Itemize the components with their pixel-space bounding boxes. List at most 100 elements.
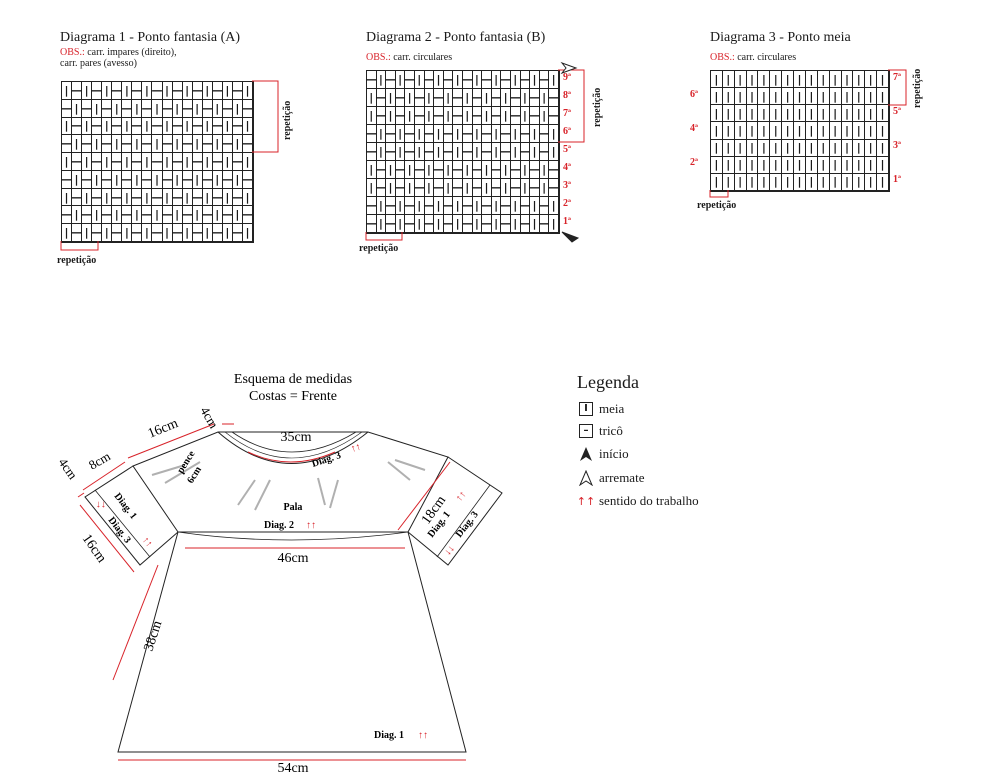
stitch-meia-cell: | <box>386 89 396 107</box>
stitch-meia-cell: | <box>386 161 396 179</box>
stitch-meia-cell: | <box>853 71 866 89</box>
stitch-trico-cell: — <box>212 153 223 171</box>
stitch-meia-cell: | <box>734 122 747 140</box>
stitch-meia-cell: | <box>805 88 818 106</box>
stitch-meia-cell: | <box>711 88 723 106</box>
label-pala: Pala <box>284 502 303 513</box>
measure-16cm-top: 16cm <box>146 416 181 442</box>
stitch-trico-cell: — <box>500 125 511 143</box>
stitch-meia-cell: | <box>232 206 243 225</box>
stitch-meia-cell: | <box>453 71 463 89</box>
stitch-trico-cell: — <box>500 143 511 161</box>
legend-item-inicio: início <box>577 442 699 466</box>
stitch-meia-cell: | <box>112 206 123 225</box>
stitch-trico-cell: — <box>192 117 203 136</box>
stitch-trico-cell: — <box>232 117 243 136</box>
stitch-meia-cell: | <box>405 179 415 197</box>
diagram2-row-label: 8ª <box>563 90 571 101</box>
meia-symbol-icon: I <box>579 402 593 416</box>
stitch-trico-cell: — <box>242 206 253 225</box>
stitch-meia-cell: | <box>865 173 878 191</box>
stitch-trico-cell: — <box>182 99 193 118</box>
stitch-meia-cell: | <box>841 173 854 191</box>
stitch-meia-cell: | <box>172 170 183 189</box>
measure-46cm: 46cm <box>277 551 308 566</box>
stitch-trico-cell: — <box>111 188 123 207</box>
stitch-trico-cell: — <box>91 224 103 242</box>
stitch-meia-cell: | <box>746 139 759 157</box>
stitch-meia-cell: | <box>395 125 406 143</box>
stitch-meia-cell: | <box>242 82 253 100</box>
stitch-trico-cell: — <box>101 99 113 118</box>
stitch-trico-cell: — <box>111 82 123 100</box>
stitch-meia-cell: | <box>386 179 396 197</box>
stitch-trico-cell: — <box>548 107 559 125</box>
stitch-meia-cell: | <box>734 105 747 123</box>
diagram2-row-label: 9ª <box>563 72 571 83</box>
stitch-meia-cell: | <box>182 188 193 207</box>
stitch-meia-cell: | <box>72 135 83 154</box>
stitch-trico-cell: — <box>131 188 143 207</box>
stitch-meia-cell: | <box>453 215 463 233</box>
stitch-trico-cell: — <box>462 143 473 161</box>
stitch-meia-cell: | <box>722 173 735 191</box>
stitch-trico-cell: — <box>121 206 133 225</box>
stitch-meia-cell: | <box>877 88 889 106</box>
stitch-meia-cell: | <box>758 139 771 157</box>
stitch-meia-cell: | <box>841 122 854 140</box>
stitch-meia-cell: | <box>794 139 806 157</box>
stitch-meia-cell: | <box>530 125 540 143</box>
stitch-trico-cell: — <box>510 161 521 179</box>
yoke-outline <box>132 431 449 533</box>
stitch-trico-cell: — <box>529 107 540 125</box>
stitch-trico-cell: — <box>232 188 243 207</box>
left-sleeve-cuff-line <box>94 489 151 558</box>
stitch-meia-cell: | <box>817 105 830 123</box>
stitch-meia-cell: | <box>202 188 213 207</box>
stitch-meia-cell: | <box>367 161 377 179</box>
diagram1-title: Diagrama 1 - Ponto fantasia (A) <box>60 30 240 45</box>
stitch-meia-cell: | <box>805 156 818 174</box>
stitch-trico-cell: — <box>500 215 511 233</box>
direction-arrows: ↑↑ ↑↑ ↑↑ ↑↑ ↑↑ ↑↑ ↑↑ <box>96 441 469 741</box>
stitch-trico-cell: — <box>471 161 482 179</box>
stitch-trico-cell: — <box>222 99 233 118</box>
stitch-trico-cell: — <box>423 71 434 89</box>
stitch-trico-cell: — <box>529 161 540 179</box>
legend-title: Legenda <box>577 372 639 392</box>
stitch-trico-cell: — <box>491 89 502 107</box>
stitch-meia-cell: | <box>770 173 783 191</box>
stitch-trico-cell: — <box>222 135 233 154</box>
diagram2-row-label: 5ª <box>563 144 571 155</box>
stitch-trico-cell: — <box>242 135 253 154</box>
stitch-meia-cell: | <box>405 89 415 107</box>
stitch-trico-cell: — <box>529 179 540 197</box>
stitch-trico-cell: — <box>423 143 434 161</box>
stitch-meia-cell: | <box>817 173 830 191</box>
stitch-meia-cell: | <box>734 173 747 191</box>
stitch-meia-cell: | <box>434 71 444 89</box>
stitch-trico-cell: — <box>395 179 406 197</box>
stitch-meia-cell: | <box>443 179 454 197</box>
stitch-meia-cell: | <box>62 224 73 242</box>
stitch-meia-cell: | <box>746 105 759 123</box>
diagram2-repeat-bottom: repetição <box>359 243 399 254</box>
stitch-meia-cell: | <box>511 215 521 233</box>
arremate-arrow-icon <box>579 470 593 486</box>
stitch-meia-cell: | <box>758 105 771 123</box>
stitch-meia-cell: | <box>162 153 173 171</box>
stitch-trico-cell: — <box>61 170 73 189</box>
stitch-meia-cell: | <box>491 71 502 89</box>
stitch-trico-cell: — <box>81 135 93 154</box>
stitch-meia-cell: | <box>395 215 406 233</box>
stitch-meia-cell: | <box>817 139 830 157</box>
stitch-meia-cell: | <box>549 197 559 215</box>
stitch-meia-cell: | <box>415 71 425 89</box>
stitch-meia-cell: | <box>463 89 473 107</box>
stitch-meia-cell: | <box>212 206 223 225</box>
stitch-meia-cell: | <box>242 117 253 136</box>
stitch-meia-cell: | <box>722 122 735 140</box>
stitch-trico-cell: — <box>192 82 203 100</box>
stitch-trico-cell: — <box>81 99 93 118</box>
